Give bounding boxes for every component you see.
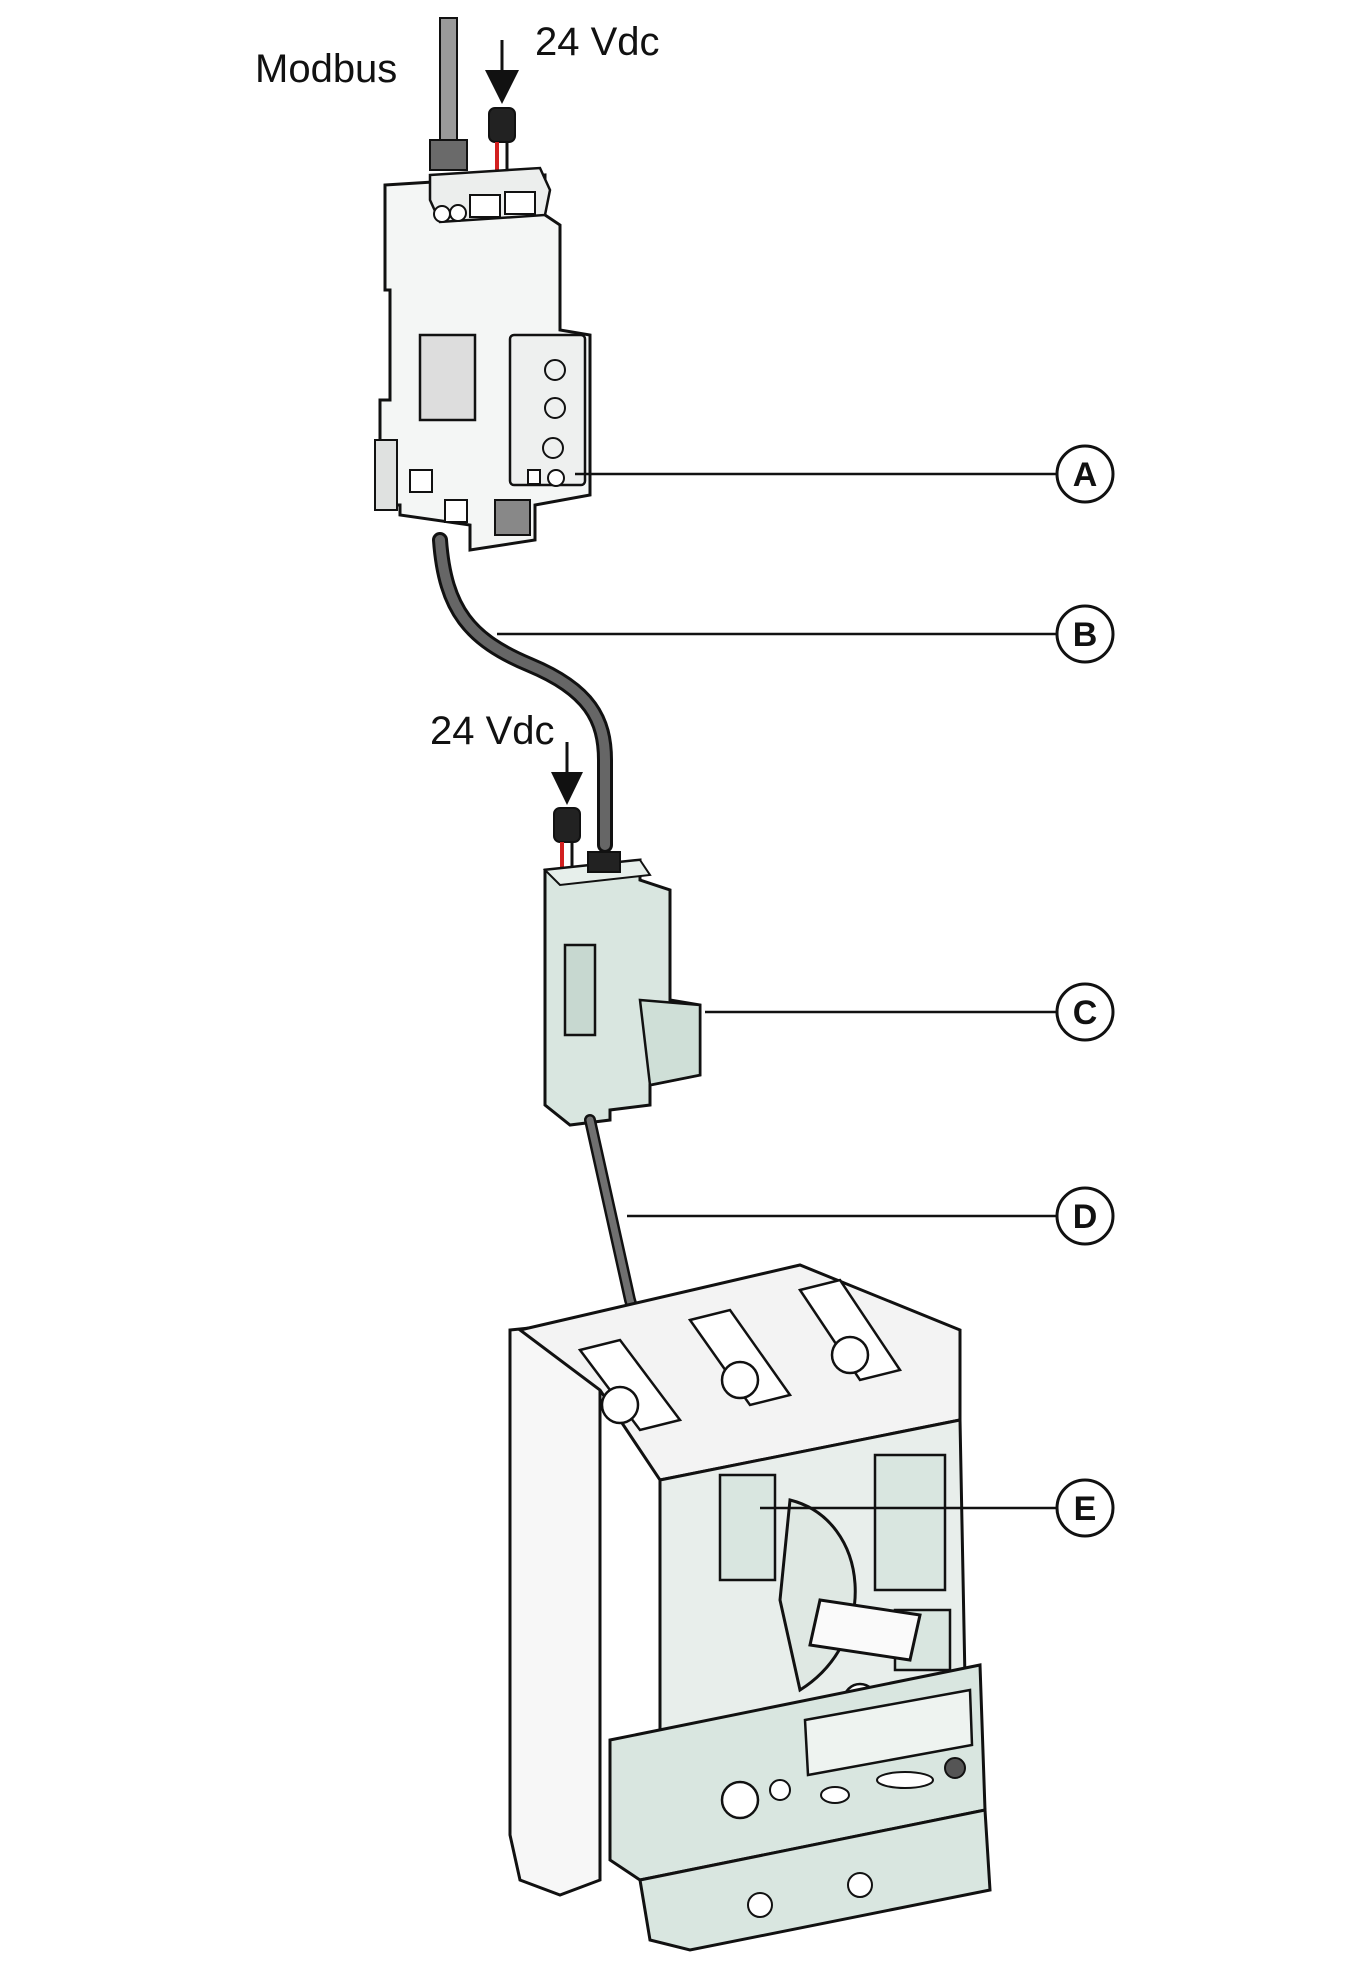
- callout-c: C: [1055, 982, 1115, 1042]
- callout-e-letter: E: [1074, 1490, 1097, 1528]
- modbus-label: Modbus: [255, 47, 397, 91]
- vdc-top-label: 24 Vdc: [535, 20, 660, 64]
- vdc-mid-label: 24 Vdc: [430, 709, 555, 753]
- arrow-24vdc-mid: [551, 742, 583, 805]
- callout-d: D: [1055, 1186, 1115, 1246]
- callout-e: E: [1055, 1478, 1115, 1538]
- callout-b: B: [1055, 604, 1115, 664]
- power-connector-mid: [553, 807, 581, 872]
- arrow-24vdc-top: [485, 40, 519, 104]
- callout-c-letter: C: [1073, 994, 1098, 1032]
- callout-a: A: [1055, 444, 1115, 504]
- power-connector-top: [488, 107, 516, 178]
- circuit-breaker: [508, 1263, 992, 1952]
- callout-d-letter: D: [1073, 1198, 1098, 1236]
- callout-a-letter: A: [1073, 456, 1098, 494]
- callout-b-letter: B: [1073, 616, 1098, 654]
- interface-module-a: [374, 166, 592, 552]
- modbus-cable: [429, 17, 468, 171]
- ulp-module-c: [542, 851, 702, 1127]
